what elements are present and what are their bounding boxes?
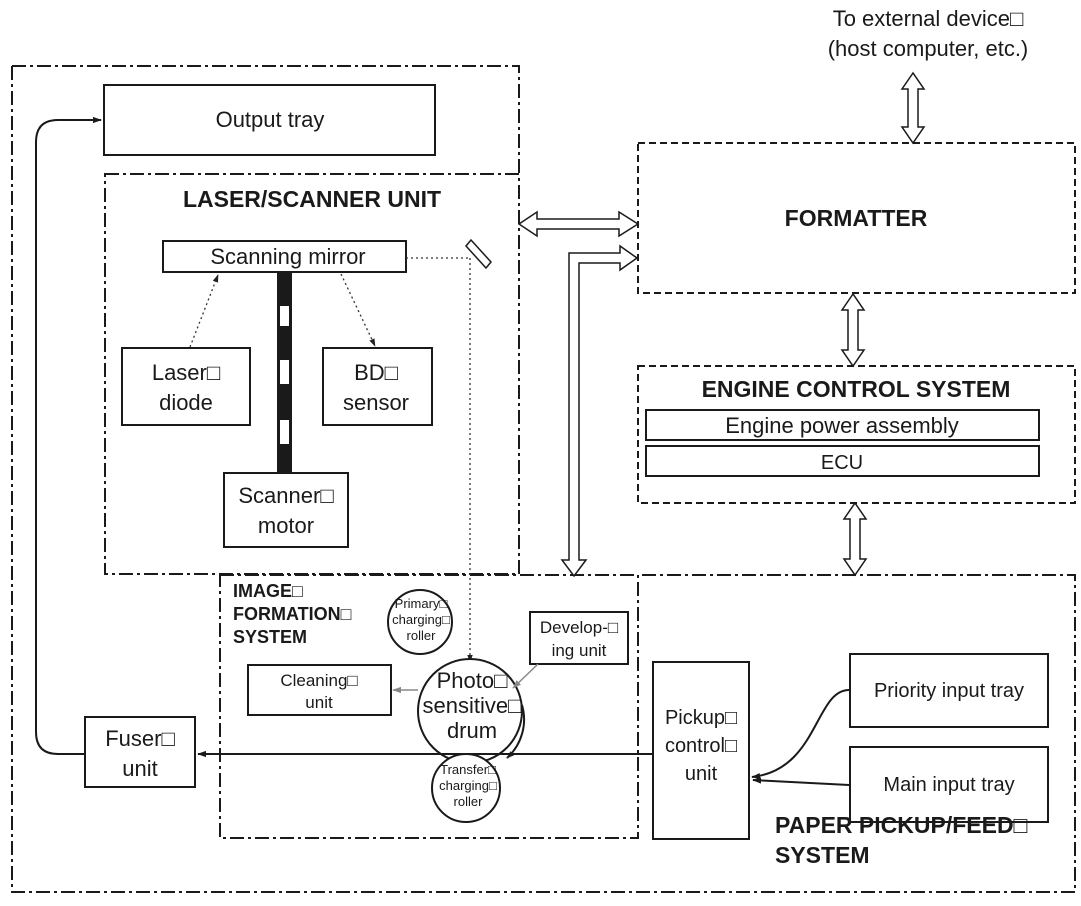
primary-roller-label: Primary□ — [395, 596, 448, 611]
pickup-control-label-2: control□ — [665, 735, 737, 757]
fuser-unit-label: Fuser□ — [105, 726, 175, 751]
external-device-label: To external device□ — [833, 6, 1024, 31]
pickup-control-unit-box — [652, 661, 750, 840]
output-tray-box — [103, 84, 436, 156]
shaft-stripe — [280, 306, 289, 326]
arrow-engine-image-formation — [560, 244, 639, 578]
pickup-control-label-3: unit — [685, 763, 718, 785]
reflecting-mirror-icon — [465, 238, 492, 270]
scanner-motor-label: Scanner□ — [238, 483, 333, 508]
image-formation-title: IMAGE□ — [233, 581, 303, 601]
printer-outer-boundary — [11, 65, 1076, 893]
arrow-engine-pickup — [842, 501, 868, 577]
primary-roller-label-2: charging□ — [392, 612, 450, 627]
cleaning-unit-box — [247, 664, 392, 716]
bd-sensor-box — [322, 347, 433, 426]
beam-mirror-to-bd — [340, 273, 376, 347]
beam-laser-to-mirror — [189, 274, 219, 348]
formatter-box — [637, 142, 1076, 294]
main-input-tray-box — [849, 746, 1049, 823]
cleaning-unit-label: Cleaning□ — [280, 671, 357, 690]
arrow-external-formatter — [900, 71, 926, 145]
shaft-stripe — [280, 420, 289, 444]
image-formation-title-2: FORMATION□ — [233, 604, 352, 624]
drum-label-3: drum — [447, 718, 497, 743]
drum-label-2: sensitive□ — [423, 693, 522, 718]
laser-diode-label-2: diode — [159, 390, 213, 415]
laser-diode-box — [121, 347, 251, 426]
shaft-stripe — [280, 360, 289, 384]
external-device-sublabel: (host computer, etc.) — [828, 36, 1029, 61]
fuser-unit-label-2: unit — [122, 756, 157, 781]
laser-scanner-unit-boundary — [104, 173, 520, 575]
ecu-label: ECU — [821, 452, 863, 474]
image-formation-system-boundary — [219, 574, 639, 839]
transfer-roller-label: Transfer□ — [440, 762, 496, 777]
arrow-priority-to-pickup — [751, 689, 850, 780]
ecu-box — [645, 445, 1040, 477]
fuser-unit-box — [84, 716, 196, 788]
priority-input-tray-label: Priority input tray — [874, 680, 1024, 702]
formatter-label: FORMATTER — [785, 205, 928, 231]
paper-pickup-feed-title-2: SYSTEM — [775, 842, 870, 868]
developing-unit-box — [529, 611, 629, 665]
primary-roller-label-3: roller — [407, 628, 437, 643]
cleaning-unit-label-2: unit — [305, 693, 333, 712]
pickup-control-label: Pickup□ — [665, 707, 737, 729]
arrow-main-to-pickup — [752, 777, 850, 786]
scanner-motor-box — [223, 472, 349, 548]
output-tray-label: Output tray — [216, 107, 325, 132]
scanning-mirror-box — [162, 240, 407, 273]
arrow-developing-to-drum — [512, 663, 539, 689]
image-formation-title-3: SYSTEM — [233, 627, 307, 647]
transfer-roller-label-2: charging□ — [439, 778, 497, 793]
engine-control-title: ENGINE CONTROL SYSTEM — [702, 376, 1011, 402]
engine-power-assembly-box — [645, 409, 1040, 441]
developing-unit-label-2: ing unit — [552, 641, 607, 660]
engine-power-assembly-label: Engine power assembly — [725, 413, 959, 438]
laser-diode-label: Laser□ — [152, 360, 220, 385]
drum-label: Photo□ — [437, 668, 508, 693]
scanner-motor-label-2: motor — [258, 513, 314, 538]
arrow-laser-formatter — [517, 210, 640, 238]
priority-input-tray-box — [849, 653, 1049, 728]
laser-scanner-unit-title: LASER/SCANNER UNIT — [183, 186, 441, 212]
arrow-fuser-to-output — [35, 116, 102, 755]
engine-control-system-box — [637, 365, 1076, 504]
developing-unit-label: Develop-□ — [540, 618, 618, 637]
arrow-formatter-engine — [840, 292, 866, 368]
paper-pickup-feed-title: PAPER PICKUP/FEED□ — [775, 812, 1028, 838]
primary-charging-roller — [387, 589, 453, 655]
bd-sensor-label: BD□ — [354, 360, 398, 385]
bd-sensor-label-2: sensor — [343, 390, 409, 415]
main-input-tray-label: Main input tray — [883, 774, 1014, 796]
scanning-mirror-label: Scanning mirror — [210, 244, 365, 269]
transfer-roller-label-3: roller — [454, 794, 484, 809]
